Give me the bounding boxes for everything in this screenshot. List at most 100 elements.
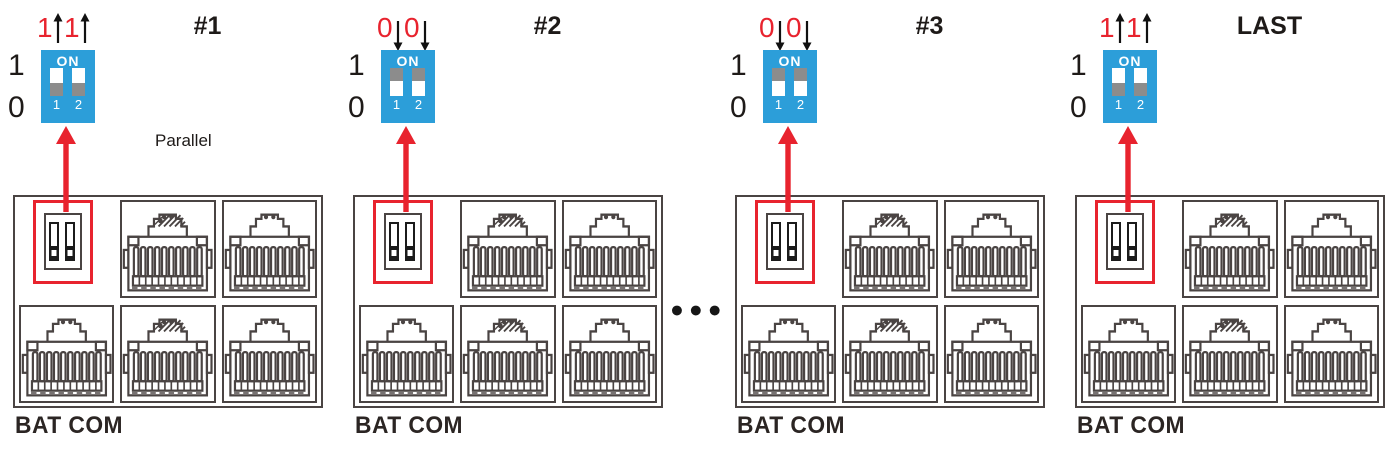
rj45-port [741, 305, 837, 403]
rj45-port-icon [1083, 307, 1174, 401]
rj45-port [120, 305, 216, 403]
rj45-port-icon [224, 202, 315, 296]
dip-switch: ON 1 2 [1103, 50, 1157, 123]
module-dip-switch-area [359, 200, 455, 298]
rj45-port [221, 305, 317, 403]
rj45-port-icon [743, 307, 834, 401]
bit-value: 1 [37, 12, 53, 43]
unit-label: LAST [1236, 12, 1303, 40]
rj45-port-icon [1286, 202, 1377, 296]
bat-com-label: BAT COM [737, 412, 846, 439]
unit-label: #2 [533, 12, 562, 40]
physical-switch-1 [49, 222, 59, 261]
dip-switch-2 [1134, 68, 1147, 96]
battery-unit-panel-2: 0 0 #2 1 0 ON 1 2 [340, 0, 675, 452]
pointer-arrow-icon [776, 126, 800, 212]
module-dip-switch-area [741, 200, 837, 298]
physical-switch-2 [787, 222, 797, 261]
battery-unit-panel-1: 1 1 #1 1 0 ON 1 2 Parallel [0, 0, 335, 452]
scale-1-label: 1 [1070, 49, 1087, 82]
dip-number-2: 2 [1136, 97, 1145, 112]
bit-direction-arrow-icon [419, 21, 431, 51]
bat-com-module [735, 195, 1045, 408]
parallel-note: Parallel [155, 131, 212, 150]
dip-switch-1 [390, 68, 403, 96]
module-dip-switch-area [1081, 200, 1177, 298]
rj45-port [561, 200, 657, 298]
dip-on-label: ON [1118, 53, 1142, 69]
dip-code: 0 0 [377, 12, 431, 51]
rj45-port [221, 200, 317, 298]
bit-value: 1 [64, 12, 80, 43]
bit-direction-arrow-icon [1141, 13, 1153, 43]
physical-dip-switch [1106, 213, 1144, 270]
dip-number-1: 1 [52, 97, 61, 112]
bit-value: 0 [759, 12, 775, 43]
rj45-port [943, 200, 1039, 298]
rj45-port-icon [844, 307, 935, 401]
bit-value: 0 [786, 12, 802, 43]
scale-0-label: 0 [8, 91, 25, 124]
rj45-port-icon [122, 202, 213, 296]
rj45-port-icon [1184, 307, 1275, 401]
dip-switch: ON 1 2 [41, 50, 95, 123]
bit-direction-arrow-icon [79, 13, 91, 43]
dip-switch: ON 1 2 [763, 50, 817, 123]
bit-value: 1 [1099, 12, 1115, 43]
scale-1-label: 1 [730, 49, 747, 82]
dip-switch-2 [412, 68, 425, 96]
rj45-port-icon [224, 307, 315, 401]
unit-label: #1 [193, 12, 222, 40]
dip-switch-2 [72, 68, 85, 96]
dip-switch-1 [1112, 68, 1125, 96]
rj45-port-icon [564, 202, 655, 296]
dip-switch-1 [772, 68, 785, 96]
bat-com-label: BAT COM [1077, 412, 1186, 439]
battery-unit-panel-last: 1 1 LAST 1 0 ON 1 2 [1062, 0, 1395, 452]
pointer-arrow-icon [1116, 126, 1140, 212]
rj45-port [561, 305, 657, 403]
rj45-port-icon [1184, 202, 1275, 296]
rj45-port [1283, 305, 1379, 403]
dip-number-1: 1 [1114, 97, 1123, 112]
bat-com-label: BAT COM [355, 412, 464, 439]
physical-dip-switch [766, 213, 804, 270]
rj45-port [359, 305, 455, 403]
physical-switch-2 [65, 222, 75, 261]
bit-value: 0 [377, 12, 393, 43]
bit-direction-arrow-icon [52, 13, 64, 43]
bit-direction-arrow-icon [774, 21, 786, 51]
rj45-port [842, 305, 938, 403]
dip-switch-highlight-box [33, 200, 93, 284]
physical-dip-switch [44, 213, 82, 270]
physical-switch-2 [1127, 222, 1137, 261]
dip-number-2: 2 [796, 97, 805, 112]
bit-direction-arrow-icon [392, 21, 404, 51]
scale-0-label: 0 [730, 91, 747, 124]
dip-code: 1 1 [1099, 12, 1153, 44]
rj45-port-icon [564, 307, 655, 401]
dip-switch-2 [794, 68, 807, 96]
rj45-port [1182, 305, 1278, 403]
bat-com-label: BAT COM [15, 412, 124, 439]
rj45-port [19, 305, 115, 403]
dip-number-1: 1 [774, 97, 783, 112]
bit-value: 1 [1126, 12, 1142, 43]
dip-switch-highlight-box [755, 200, 815, 284]
bat-com-module [13, 195, 323, 408]
rj45-port-icon [946, 307, 1037, 401]
rj45-port-icon [361, 307, 452, 401]
dip-on-label: ON [396, 53, 420, 69]
physical-switch-2 [405, 222, 415, 261]
unit-label: #3 [915, 12, 944, 40]
rj45-port [460, 200, 556, 298]
bat-com-module [1075, 195, 1385, 408]
scale-1-label: 1 [348, 49, 365, 82]
physical-switch-1 [771, 222, 781, 261]
rj45-port [1182, 200, 1278, 298]
dip-code: 1 1 [37, 12, 91, 44]
rj45-port-icon [844, 202, 935, 296]
dip-number-2: 2 [74, 97, 83, 112]
dip-switch-highlight-box [1095, 200, 1155, 284]
